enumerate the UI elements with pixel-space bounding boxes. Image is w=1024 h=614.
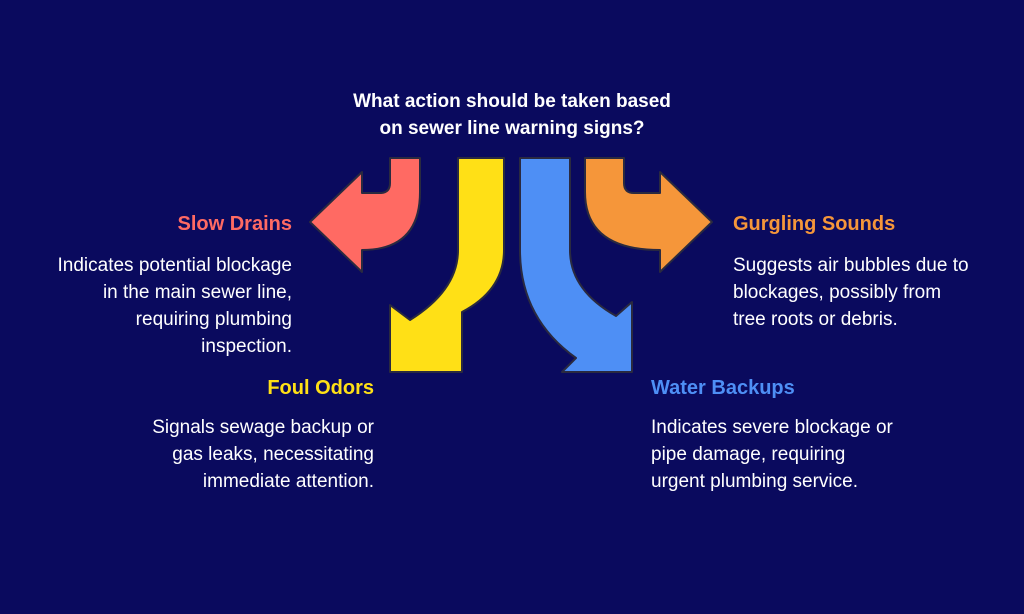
gurgling-sounds-line: Suggests air bubbles due to	[733, 255, 969, 276]
foul-odors-line: gas leaks, necessitating	[172, 444, 374, 465]
gurgling-sounds-line: tree roots or debris.	[733, 309, 898, 330]
gurgling-sounds-description: Suggests air bubbles due to blockages, p…	[733, 252, 969, 333]
slow-drains-line: inspection.	[201, 336, 292, 357]
water-backups-line: pipe damage, requiring	[651, 444, 846, 465]
water-backups-heading: Water Backups	[651, 377, 795, 399]
gurgling-sounds-heading: Gurgling Sounds	[733, 213, 896, 235]
slow-drains-line: Indicates potential blockage	[57, 255, 293, 276]
slow-drains-description: Indicates potential blockage in the main…	[58, 252, 293, 360]
slow-drains-heading: Slow Drains	[177, 213, 292, 235]
water-backups-description: Indicates severe blockage or pipe damage…	[651, 414, 893, 495]
foul-odors-line: immediate attention.	[202, 471, 374, 492]
foul-odors-arrow	[389, 157, 505, 373]
water-backups-line: Indicates severe blockage or	[651, 417, 893, 438]
title-line-1: What action should be taken based	[353, 91, 671, 112]
foul-odors-description: Signals sewage backup or gas leaks, nece…	[152, 414, 374, 495]
title-line-2: on sewer line warning signs?	[379, 118, 645, 139]
slow-drains-line: in the main sewer line,	[102, 282, 292, 303]
foul-odors-line: Signals sewage backup or	[152, 417, 374, 438]
slow-drains-line: requiring plumbing	[135, 309, 292, 330]
gurgling-sounds-line: blockages, possibly from	[733, 282, 942, 303]
diagram-title: What action should be taken based on sew…	[312, 88, 712, 142]
slow-drains-arrow	[309, 157, 421, 273]
water-backups-arrow	[519, 157, 633, 373]
gurgling-sounds-arrow	[584, 157, 713, 273]
foul-odors-heading: Foul Odors	[267, 377, 374, 399]
water-backups-line: urgent plumbing service.	[651, 471, 858, 492]
